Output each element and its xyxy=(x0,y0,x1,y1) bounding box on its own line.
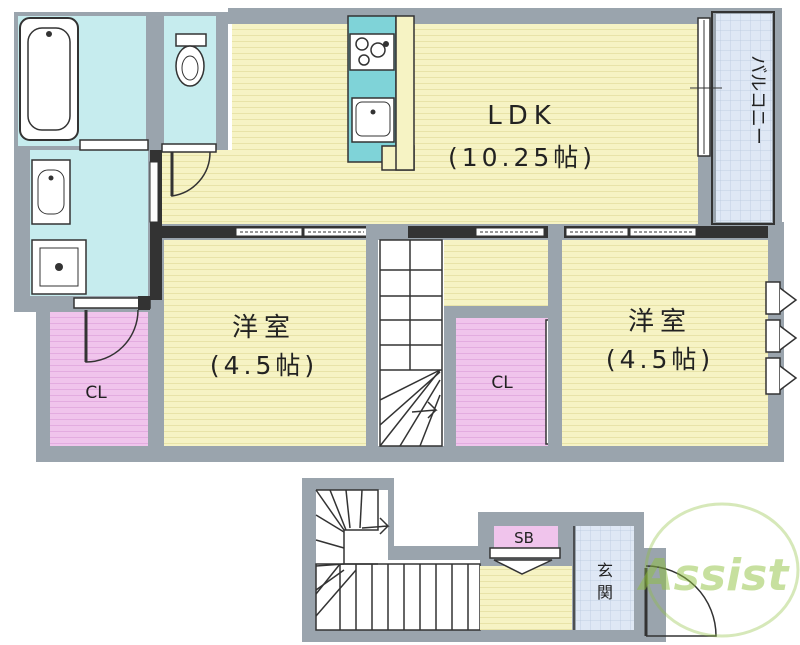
washbasin-icon xyxy=(31,159,71,225)
shoe-box xyxy=(494,526,558,548)
hall-area xyxy=(444,240,548,306)
entrance-label-line1: 玄 xyxy=(597,561,613,580)
sink-icon xyxy=(351,97,395,143)
staircase-upper xyxy=(378,240,444,446)
ldk-label: LDK xyxy=(487,101,557,131)
watermark-text: Assist xyxy=(637,550,791,601)
hallway-lower xyxy=(480,566,572,630)
western-room-left xyxy=(164,240,366,446)
window-icon xyxy=(765,281,798,395)
western-right-size-label: (4.5帖) xyxy=(606,345,714,374)
staircase-lower xyxy=(316,490,388,630)
entrance-door-icon xyxy=(644,565,717,637)
ldk-room xyxy=(232,24,698,224)
interior-walls xyxy=(73,222,768,448)
ldk-size-label: (10.25帖) xyxy=(448,143,596,172)
toilet-icon xyxy=(175,33,207,87)
entrance-hall xyxy=(576,526,634,630)
shoe-box-label: SB xyxy=(514,529,534,547)
closet-center-label: CL xyxy=(491,373,513,393)
sliding-window-icon xyxy=(690,17,722,157)
closet-center xyxy=(456,318,548,446)
assist-logo: Assist xyxy=(637,502,800,638)
balcony xyxy=(716,14,772,222)
western-right-label: 洋室 xyxy=(628,307,692,337)
western-room-right xyxy=(562,240,768,446)
balcony-label: バルコニー xyxy=(747,55,768,145)
washing-machine-icon xyxy=(31,239,87,295)
entrance-label-line2: 関 xyxy=(597,583,613,602)
stairs-icon xyxy=(379,239,443,447)
western-left-size-label: (4.5帖) xyxy=(210,351,318,380)
stove-icon xyxy=(349,33,395,71)
door-swing-icon xyxy=(84,309,139,363)
western-left-label: 洋室 xyxy=(232,313,296,343)
closet-left-label: CL xyxy=(85,383,107,403)
bathtub-icon xyxy=(19,17,79,141)
toilet-door-icon xyxy=(161,143,217,197)
svg-text:バルコニー: バルコニー xyxy=(747,55,768,145)
